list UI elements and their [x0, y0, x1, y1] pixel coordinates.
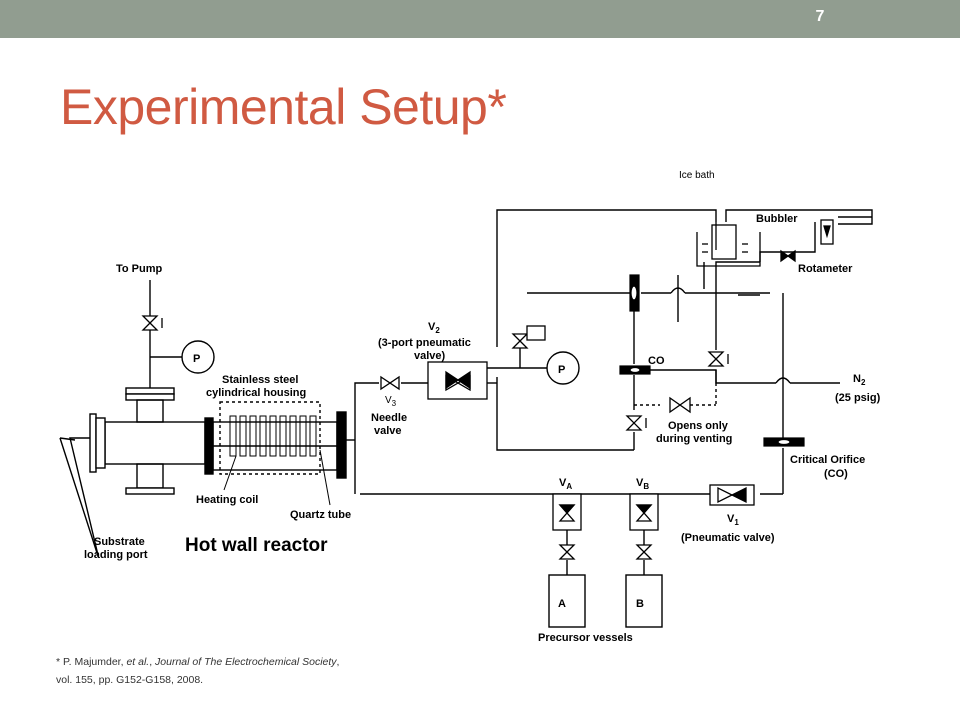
- label-needle-1: Needle: [371, 412, 407, 424]
- label-rotameter: Rotameter: [798, 263, 853, 275]
- v2-pneumatic-valve: [427, 325, 546, 400]
- label-quartz-tube: Quartz tube: [290, 509, 351, 521]
- label-precursor-vessels: Precursor vessels: [538, 632, 633, 644]
- slide-title: Experimental Setup*: [60, 79, 507, 135]
- label-v2: V2: [428, 321, 440, 335]
- valve-icon: [141, 249, 796, 560]
- heating-coil: [223, 415, 331, 506]
- precursor-vessels: [548, 574, 663, 628]
- label-vb: VB: [636, 477, 649, 491]
- pressure-gauge-icon: [181, 340, 580, 385]
- slide-number: 7: [815, 8, 825, 25]
- pneumatic-valves: [552, 484, 755, 531]
- critical-orifice-icon: [619, 274, 805, 447]
- gauge-label-left: P: [193, 353, 200, 365]
- label-v2-desc-1: (3-port pneumatic: [378, 337, 471, 349]
- label-ice-bath: Ice bath: [679, 170, 715, 181]
- label-substrate-2: loading port: [84, 549, 148, 561]
- label-needle-2: valve: [374, 425, 402, 437]
- label-critical-2: (CO): [824, 468, 848, 480]
- label-n2-pressure: (25 psig): [835, 392, 881, 404]
- label-critical-1: Critical Orifice: [790, 454, 865, 466]
- label-to-pump: To Pump: [116, 263, 163, 275]
- label-opens-2: during venting: [656, 433, 732, 445]
- ice-bath: [696, 219, 834, 267]
- label-n2: N2: [853, 373, 866, 387]
- label-pneumatic-valve: (Pneumatic valve): [681, 532, 775, 544]
- label-v3: V3: [385, 395, 397, 408]
- label-va: VA: [559, 477, 572, 491]
- label-v2-desc-2: valve): [414, 350, 446, 362]
- label-substrate-1: Substrate: [94, 536, 145, 548]
- top-bar: [0, 0, 960, 38]
- label-v1: V1: [727, 513, 739, 527]
- label-housing-1: Stainless steel: [222, 374, 298, 386]
- label-bubbler: Bubbler: [756, 213, 798, 225]
- label-co: CO: [648, 355, 665, 367]
- label-housing-2: cylindrical housing: [206, 387, 306, 399]
- label-vessel-b: B: [636, 598, 644, 610]
- citation-footnote: * P. Majumder, et al., Journal of The El…: [56, 656, 340, 686]
- gauge-label-right: P: [558, 364, 565, 376]
- label-heating-coil: Heating coil: [196, 494, 258, 506]
- label-opens-1: Opens only: [668, 420, 729, 432]
- label-hot-wall-reactor: Hot wall reactor: [185, 535, 328, 556]
- label-vessel-a: A: [558, 598, 566, 610]
